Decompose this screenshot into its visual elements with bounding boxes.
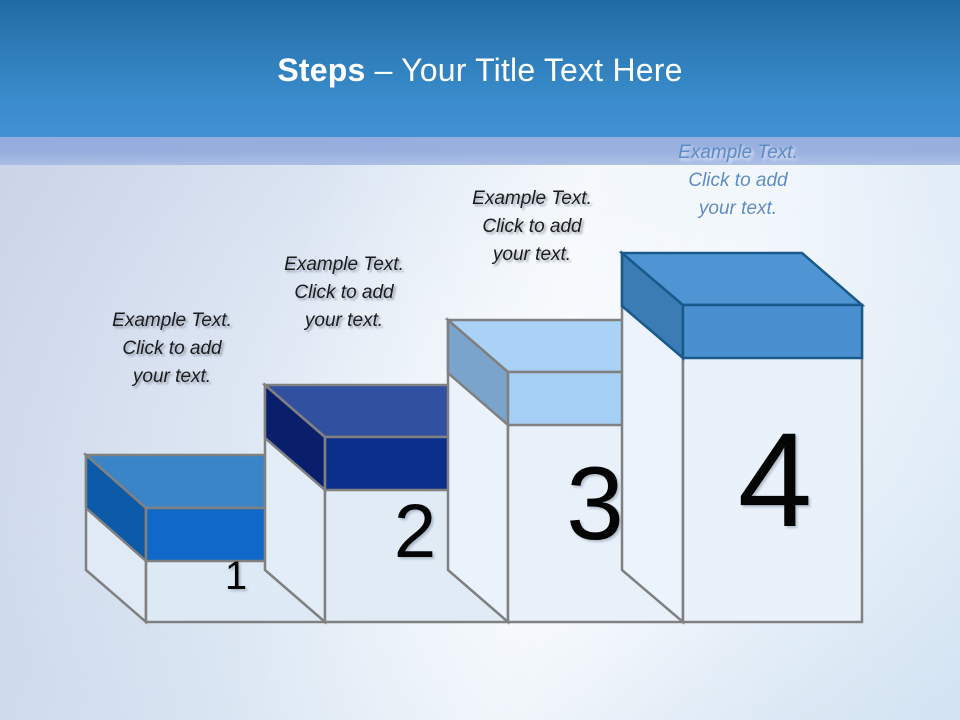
- step-callout-4[interactable]: Example Text. Click to add your text.: [678, 142, 798, 219]
- step-block-4: [618, 250, 866, 625]
- step-number-1: 1: [224, 554, 248, 598]
- slide-title[interactable]: Steps – Your Title Text Here: [0, 52, 960, 89]
- step-number-4: 4: [737, 406, 813, 555]
- step-callout-1[interactable]: Example Text. Click to add your text.: [112, 310, 232, 387]
- step-4-lid-front: [681, 303, 864, 360]
- step-number-2: 2: [393, 489, 437, 574]
- slide-title-rest: – Your Title Text Here: [365, 52, 683, 88]
- slide-title-bold: Steps: [277, 52, 366, 88]
- header-accent-band: [0, 137, 960, 165]
- step-number-3: 3: [566, 446, 624, 562]
- step-callout-3[interactable]: Example Text. Click to add your text.: [472, 188, 592, 265]
- step-callout-2[interactable]: Example Text. Click to add your text.: [284, 254, 404, 331]
- slide-header: [0, 0, 960, 137]
